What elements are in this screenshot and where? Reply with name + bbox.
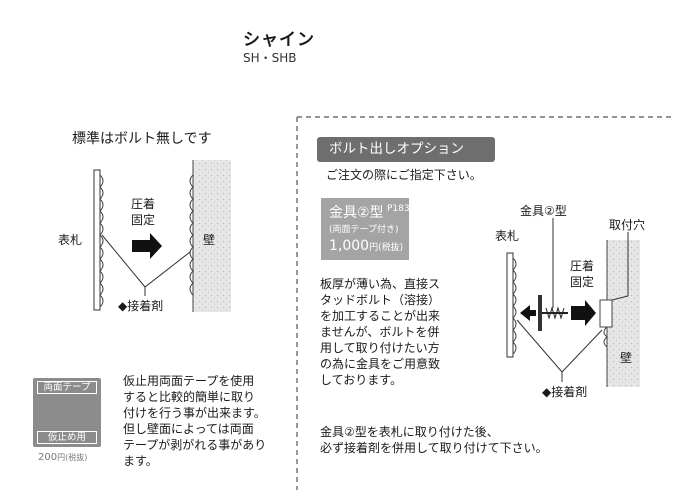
mounting-hole: [599, 299, 613, 328]
nameplate-label: 表札: [58, 233, 83, 247]
left-arrow: [520, 305, 536, 321]
tape-desc-line: すると比較的簡単に取り: [123, 390, 256, 404]
catalog-page: P183: [387, 204, 410, 214]
standard-heading: 標準はボルト無しです: [72, 131, 212, 147]
left-diagram: [93, 160, 231, 312]
order-note: ご注文の際にご指定下さい。: [326, 168, 482, 182]
bolt-desc-line: しております。: [320, 373, 403, 387]
bracket-price: 1,000: [329, 238, 370, 254]
bracket-name: 金具②型: [329, 205, 384, 221]
bolt-option-banner: ボルト出しオプション: [317, 137, 495, 162]
tape-description: 仮止用両面テープを使用 すると比較的簡単に取り 付けを行う事が出来ます。 但し壁…: [123, 373, 266, 469]
right-diagram: [506, 218, 640, 387]
press-label-1: 圧着: [131, 197, 156, 211]
press-label-2: 固定: [131, 213, 156, 227]
footer-line: 必ず接着剤を併用して取り付けて下さい。: [320, 441, 548, 455]
page-title: シャイン: [243, 30, 315, 50]
press-arrow: [132, 233, 162, 259]
footer-line: 金具②型を表札に取り付けた後、: [320, 425, 499, 439]
tape-bottom-label: 仮止め用: [37, 431, 97, 444]
tape-card: 両面テープ 仮止め用: [33, 378, 101, 447]
tape-desc-line: テープが剥がれる事があり: [123, 438, 267, 452]
nameplate-label-right: 表札: [495, 229, 520, 243]
bolt-desc-line: を加工することが出来: [320, 309, 441, 323]
bracket-footer-note: 金具②型を表札に取り付けた後、 必ず接着剤を併用して取り付けて下さい。: [320, 424, 548, 456]
adhesive-bumps-left: [99, 174, 104, 308]
tape-price-value: 200: [38, 452, 58, 463]
adhesive-label: ◆接着剤: [118, 299, 164, 313]
tape-price: 200円(税抜): [38, 452, 87, 463]
bracket-price-unit: 円(税抜): [369, 243, 404, 253]
tape-price-unit: 円(税抜): [57, 453, 88, 462]
tape-desc-line: ます。: [123, 454, 158, 468]
model-code: SH・SHB: [243, 51, 297, 65]
adhesive-label-right: ◆接着剤: [542, 385, 588, 399]
press-label-right-1: 圧着: [570, 259, 595, 273]
press-arrow-right: [571, 300, 596, 326]
bracket-price-card: 金具②型 P183 (両面テープ付き) 1,000円(税抜): [321, 198, 410, 260]
bracket-price-row: 1,000円(税抜): [329, 238, 403, 254]
bolt-desc-line: 板厚が薄い為、直接ス: [320, 277, 441, 291]
tape-top-label: 両面テープ: [37, 381, 97, 394]
tape-desc-line: 仮止用両面テープを使用: [123, 374, 255, 388]
bolt-description: 板厚が薄い為、直接ス タッドボルト（溶接） を加工することが出来 ませんが、ボル…: [320, 276, 440, 388]
bolt-desc-line: の為に金具をご用意致: [320, 357, 441, 371]
nameplate-shape-right: [506, 252, 514, 358]
wall-shape: [193, 160, 231, 312]
wall-label-right: 壁: [620, 351, 633, 365]
mounting-hole-label: 取付穴: [609, 218, 646, 232]
tape-desc-line: 但し壁面によっては両面: [123, 422, 254, 436]
bolt-desc-line: タッドボルト（溶接）: [320, 293, 441, 307]
nameplate-shape: [93, 169, 101, 311]
tape-desc-line: 付けを行う事が出来ます。: [123, 406, 266, 420]
adhesive-bumps-wall: [189, 174, 194, 296]
press-label-right-2: 固定: [570, 275, 595, 289]
bracket-shape: [538, 295, 542, 331]
bolt-desc-line: 用して取り付けたい方: [320, 341, 440, 355]
wall-label: 壁: [203, 233, 216, 247]
bracket-label: 金具②型: [520, 204, 567, 218]
bracket-note: (両面テープ付き): [329, 225, 399, 235]
bolt-desc-line: ませんが、ボルトを併: [320, 325, 440, 339]
